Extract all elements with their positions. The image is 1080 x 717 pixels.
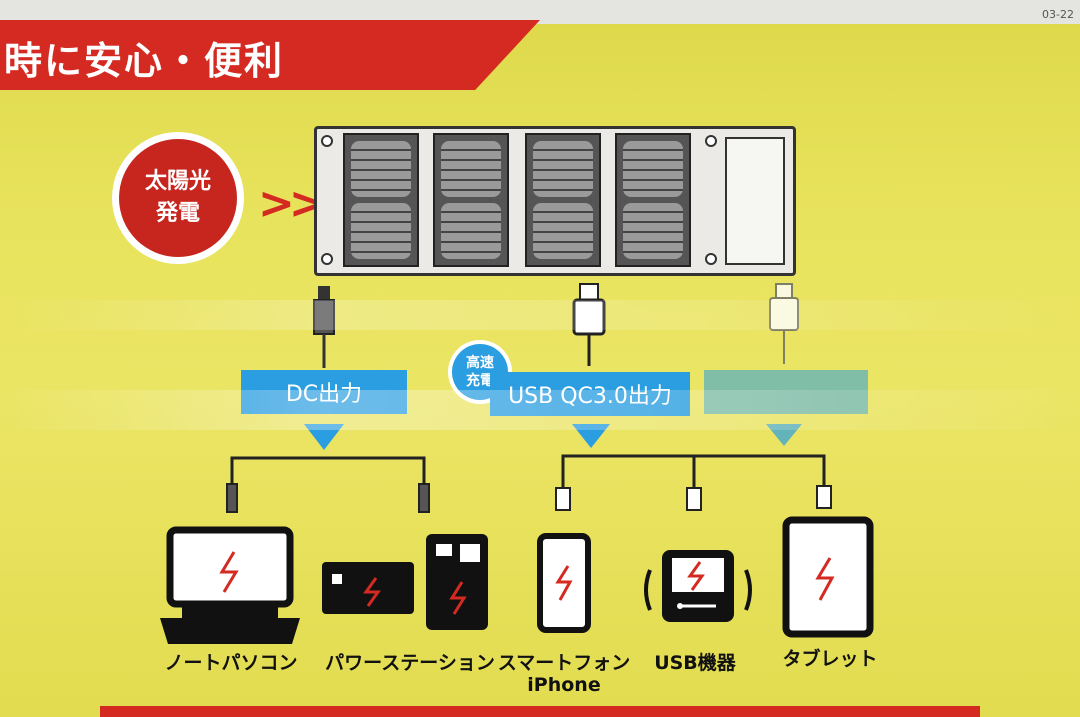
smartphone-label-line1: スマートフォン xyxy=(497,652,631,674)
smartphone-label-line2: iPhone xyxy=(527,674,601,696)
grommet-icon xyxy=(321,135,333,147)
smartphone-label: スマートフォン iPhone xyxy=(496,652,632,696)
power-station-label: パワーステーション xyxy=(325,652,495,674)
dc-plug-icon xyxy=(226,483,430,513)
usb-cable xyxy=(561,454,826,488)
solar-cell xyxy=(433,133,509,267)
arrow-down-icon xyxy=(766,424,802,446)
laptop-label: ノートパソコン xyxy=(164,652,298,674)
usb-device-icon xyxy=(644,550,752,622)
power-station-icon xyxy=(426,534,488,630)
arrow-down-icon xyxy=(304,424,344,450)
tablet-icon xyxy=(782,516,874,638)
usb-plug-icon xyxy=(555,485,832,511)
solar-panel-illustration xyxy=(314,126,796,276)
bottom-strip xyxy=(100,706,980,717)
dc-output-label: DC出力 xyxy=(241,370,407,414)
usb-output-label-obscured xyxy=(704,370,868,414)
grommet-icon xyxy=(705,253,717,265)
bubble-line1: 高速 xyxy=(466,355,494,371)
usb-plug-icon xyxy=(769,283,799,364)
dc-plug-icon xyxy=(313,286,335,368)
corner-code: 03-22 xyxy=(1042,8,1074,21)
dc-cable xyxy=(230,456,426,486)
badge-line2: 発電 xyxy=(155,201,200,226)
tablet-label: タブレット xyxy=(782,648,878,670)
title-banner xyxy=(0,20,540,90)
solar-cell xyxy=(343,133,419,267)
laptop-icon xyxy=(160,526,300,644)
solar-cell xyxy=(525,133,601,267)
smartphone-icon xyxy=(537,533,591,633)
grommet-icon xyxy=(705,135,717,147)
badge-line1: 太陽光 xyxy=(144,169,211,194)
arrow-down-icon xyxy=(572,424,610,448)
glare-reflection xyxy=(0,300,1080,330)
usb-plug-icon xyxy=(572,283,606,366)
solar-badge: 太陽光 発電 xyxy=(112,132,244,264)
bubble-line2: 充電 xyxy=(466,373,494,389)
output-pocket xyxy=(725,137,785,265)
solar-cell xyxy=(615,133,691,267)
usb-device-label: USB機器 xyxy=(654,652,736,674)
grommet-icon xyxy=(321,253,333,265)
usb-qc-output-label: USB QC3.0出力 xyxy=(490,372,690,416)
glare-reflection xyxy=(0,390,1080,430)
banner-title: 時に安心・便利 xyxy=(4,39,285,83)
power-station-icon xyxy=(322,562,414,614)
